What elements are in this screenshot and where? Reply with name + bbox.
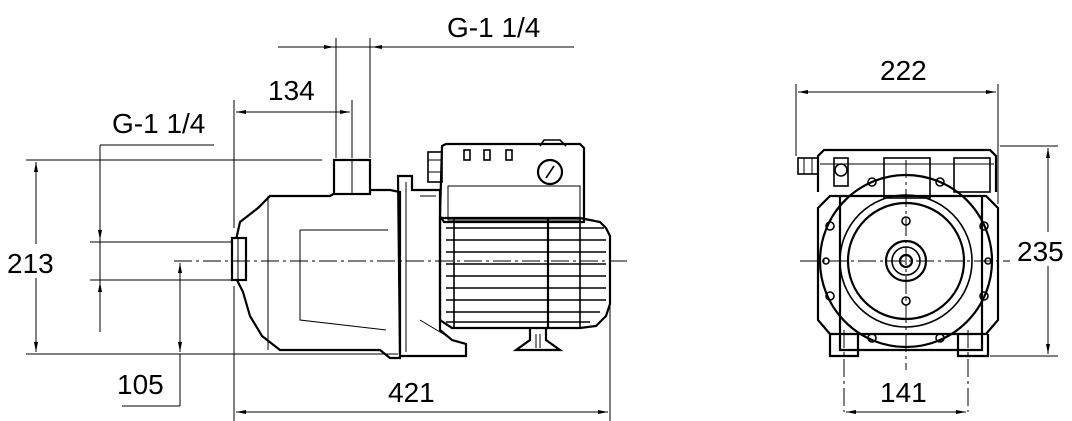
pump-casing: [234, 188, 402, 360]
pump-flange: [396, 174, 468, 358]
motor-foot: [512, 328, 564, 352]
total-length-label: 421: [388, 377, 435, 408]
front-height-label: 235: [1017, 236, 1064, 267]
pump-front-view: [797, 148, 1010, 412]
front-cable-gland: [797, 157, 819, 175]
dimensions-front-view: 222 235 141: [795, 55, 1072, 414]
inlet-height-label: 105: [117, 369, 164, 400]
side-height-label: 213: [7, 248, 54, 279]
outlet-thread-label: G-1 1/4: [447, 12, 540, 43]
pump-side-view: [174, 139, 630, 360]
inlet-nozzle: [230, 236, 248, 282]
foot-spacing-label: 141: [880, 377, 927, 408]
inlet-thread-label: G-1 1/4: [112, 108, 205, 139]
motor-body: [438, 216, 612, 330]
total-width-label: 222: [880, 55, 927, 86]
outlet-offset-label: 134: [268, 75, 315, 106]
dimensions-side-view: G-1 1/4 134 G-1 1/4 213 105 421: [6, 12, 611, 421]
cable-gland: [427, 151, 443, 183]
capacitor-icon: [536, 158, 564, 186]
front-flange: [816, 194, 1000, 336]
